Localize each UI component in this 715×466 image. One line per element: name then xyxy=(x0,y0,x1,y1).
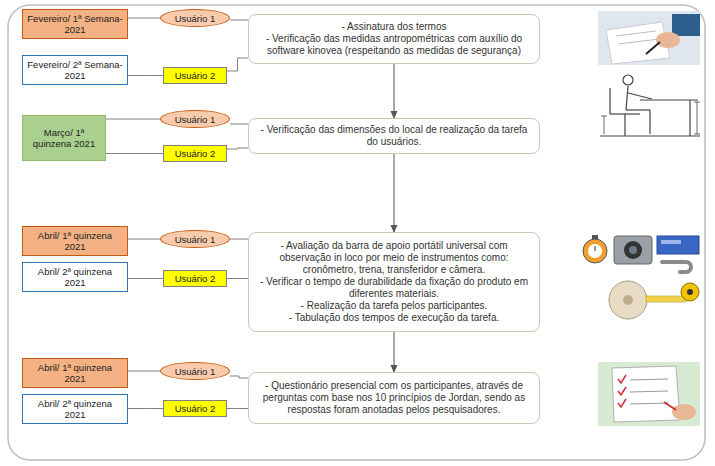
connector-line xyxy=(128,408,163,409)
node-text: Usuário 1 xyxy=(165,234,225,245)
date-box: Abril/ 1ª quinzena 2021 xyxy=(22,226,128,256)
node-text: Usuário 2 xyxy=(168,148,222,159)
stopwatch-icon xyxy=(583,235,607,263)
connector-line xyxy=(227,408,248,409)
connector-line xyxy=(230,20,248,21)
outer-frame xyxy=(8,5,705,460)
support-bar-icon xyxy=(662,262,691,272)
node-text: Usuário 2 xyxy=(168,403,222,414)
step-box: - Questionário presencial com os partici… xyxy=(248,372,540,424)
connector-line xyxy=(106,153,163,154)
node-text: Abril/ 2ª quinzena 2021 xyxy=(27,398,123,420)
step-box: - Verificação das dimensões do local de … xyxy=(248,118,540,154)
node-text: - Verificar o tempo de durabilidade da f… xyxy=(257,276,531,300)
node-text: Fevereiro/ 2ª Semana- 2021 xyxy=(27,59,123,81)
user-oval: Usuário 1 xyxy=(160,362,230,380)
date-box: Abril/ 2ª quinzena 2021 xyxy=(22,394,128,424)
user-tag: Usuário 2 xyxy=(163,400,227,417)
user-tag: Usuário 2 xyxy=(163,270,227,287)
protractor-box-icon xyxy=(657,236,699,254)
node-text: - Assinatura dos termos xyxy=(257,21,531,33)
date-box: Abril/ 1ª quinzena 2021 xyxy=(22,358,128,388)
user-tag: Usuário 2 xyxy=(163,145,227,162)
ergonomic-seated-figure xyxy=(600,75,700,136)
node-text: Fevereiro/ 1ª Semana- 2021 xyxy=(27,13,123,35)
flow-arrow xyxy=(394,64,395,118)
node-text: Usuário 2 xyxy=(168,70,222,81)
node-text: Março/ 1ª quinzena 2021 xyxy=(27,127,101,149)
node-text: Usuário 2 xyxy=(168,273,222,284)
date-box: Fevereiro/ 1ª Semana- 2021 xyxy=(22,9,128,39)
signing-photo xyxy=(598,11,700,65)
connector-line xyxy=(230,376,248,378)
node-text: - Avaliação da barra de apoio portátil u… xyxy=(257,240,531,276)
node-text: - Questionário presencial com os partici… xyxy=(257,380,531,416)
questionnaire-icon xyxy=(598,362,700,426)
node-text: - Verificação das medidas antropométrica… xyxy=(257,33,531,57)
flow-arrow xyxy=(394,332,395,372)
tape-measure-icon xyxy=(609,281,699,319)
node-text: Usuário 1 xyxy=(165,366,225,377)
node-text: Usuário 1 xyxy=(165,114,225,125)
node-text: - Tabulação dos tempos de execução da ta… xyxy=(257,312,531,324)
node-text: Abril/ 1ª quinzena 2021 xyxy=(27,230,123,252)
connector-line xyxy=(128,239,160,240)
node-text: - Verificação das dimensões do local de … xyxy=(257,124,531,148)
connector-line xyxy=(227,148,248,149)
date-box: Abril/ 2ª quinzena 2021 xyxy=(22,262,128,292)
connector-line xyxy=(230,239,248,240)
node-text: Abril/ 2ª quinzena 2021 xyxy=(27,266,123,288)
user-oval: Usuário 1 xyxy=(160,110,230,128)
connector-line xyxy=(106,119,160,120)
camera-icon xyxy=(614,236,652,264)
user-oval: Usuário 1 xyxy=(160,9,230,27)
user-oval: Usuário 1 xyxy=(160,230,230,248)
connector-line xyxy=(128,18,160,19)
step-box: - Avaliação da barra de apoio portátil u… xyxy=(248,232,540,332)
node-text: - Realização da tarefa pelos participant… xyxy=(257,300,531,312)
connector-line xyxy=(230,124,248,125)
connector-line xyxy=(128,75,163,76)
connector-line xyxy=(227,58,248,71)
connector-line xyxy=(128,278,163,279)
connector-line xyxy=(227,278,248,279)
node-text: Usuário 1 xyxy=(165,13,225,24)
step-box: - Assinatura dos termos- Verificação das… xyxy=(248,14,540,64)
user-tag: Usuário 2 xyxy=(163,67,227,84)
connector-line xyxy=(128,371,160,372)
node-text: Abril/ 1ª quinzena 2021 xyxy=(27,362,123,384)
flow-arrow xyxy=(394,154,395,232)
date-box: Março/ 1ª quinzena 2021 xyxy=(22,115,106,161)
date-box: Fevereiro/ 2ª Semana- 2021 xyxy=(22,55,128,85)
